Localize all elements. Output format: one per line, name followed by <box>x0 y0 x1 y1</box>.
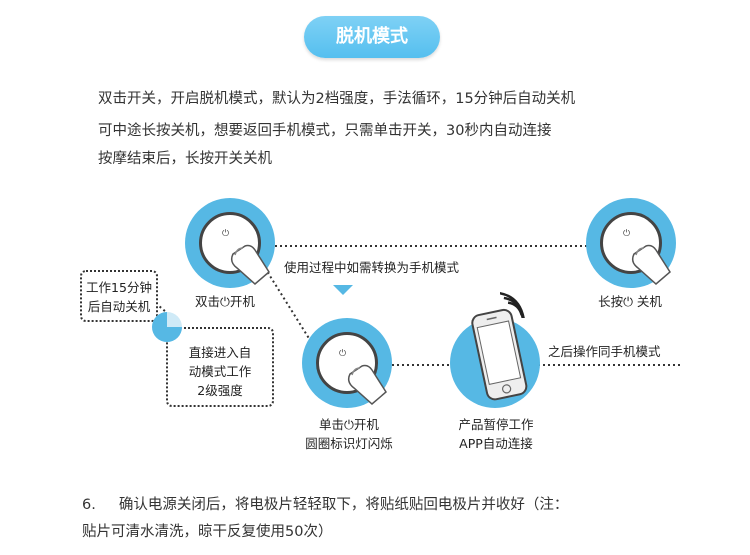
single-click-line-1: 单击⏻开机 <box>319 417 379 432</box>
single-click-line-2: 圆圈标识灯闪烁 <box>305 436 393 451</box>
double-click-node: ⏻ <box>185 198 275 288</box>
step-6-line-1: 6. 确认电源关闭后，将电极片轻轻取下，将贴纸贴回电极片并收好（注： <box>82 493 568 514</box>
switch-to-phone-note: 使用过程中如需转换为手机模式 <box>284 260 460 275</box>
finger-press-icon: ⏻ <box>316 332 387 405</box>
wifi-signal-icon <box>500 291 526 318</box>
step-6-text-1: 确认电源关闭后，将电极片轻轻取下，将贴纸贴回电极片并收好（注： <box>118 497 569 513</box>
intro-line-1: 双击开关，开启脱机模式，默认为2档强度，手法循环，15分钟后自动关机 <box>98 91 576 107</box>
phone-line-1: 产品暂停工作 <box>458 417 534 432</box>
phone-node <box>450 291 540 408</box>
auto-off-box: 工作15分钟 后自动关机 <box>80 270 158 322</box>
svg-text:⏻: ⏻ <box>339 348 346 359</box>
auto-mode-line-1: 直接进入自 <box>188 345 252 360</box>
auto-off-line-2: 后自动关机 <box>87 299 151 314</box>
intro-line-2: 可中途长按关机，想要返回手机模式，只需单击开关，30秒内自动连接 <box>98 123 552 139</box>
smartphone-icon <box>471 308 528 401</box>
double-click-label: 双击⏻开机 <box>195 294 255 309</box>
single-click-node: ⏻ <box>302 318 392 408</box>
step-6-number: 6. <box>82 497 96 513</box>
single-click-label: 单击⏻开机 圆圈标识灯闪烁 <box>294 415 404 453</box>
auto-mode-line-2: 动模式工作 <box>188 364 252 379</box>
svg-text:⏻: ⏻ <box>623 228 630 239</box>
long-press-node: ⏻ <box>586 198 676 288</box>
phone-label: 产品暂停工作 APP自动连接 <box>444 415 548 453</box>
after-ops-note: 之后操作同手机模式 <box>548 344 661 359</box>
timer-pie-icon <box>152 312 182 342</box>
down-arrow-icon <box>333 285 353 295</box>
auto-mode-box: 直接进入自 动模式工作 2级强度 <box>166 327 274 407</box>
step-6-line-2: 贴片可清水清洗，晾干反复使用50次） <box>82 524 333 540</box>
intro-line-3: 按摩结束后，长按开关关机 <box>98 151 272 167</box>
finger-press-icon: ⏻ <box>600 212 671 285</box>
auto-off-line-1: 工作15分钟 <box>86 280 152 295</box>
page-title: 脱机模式 <box>304 16 440 58</box>
long-press-label: 长按⏻ 关机 <box>598 294 662 309</box>
finger-press-icon: ⏻ <box>199 212 270 285</box>
auto-mode-line-3: 2级强度 <box>197 383 243 398</box>
svg-text:⏻: ⏻ <box>222 228 229 239</box>
phone-line-2: APP自动连接 <box>459 436 533 451</box>
